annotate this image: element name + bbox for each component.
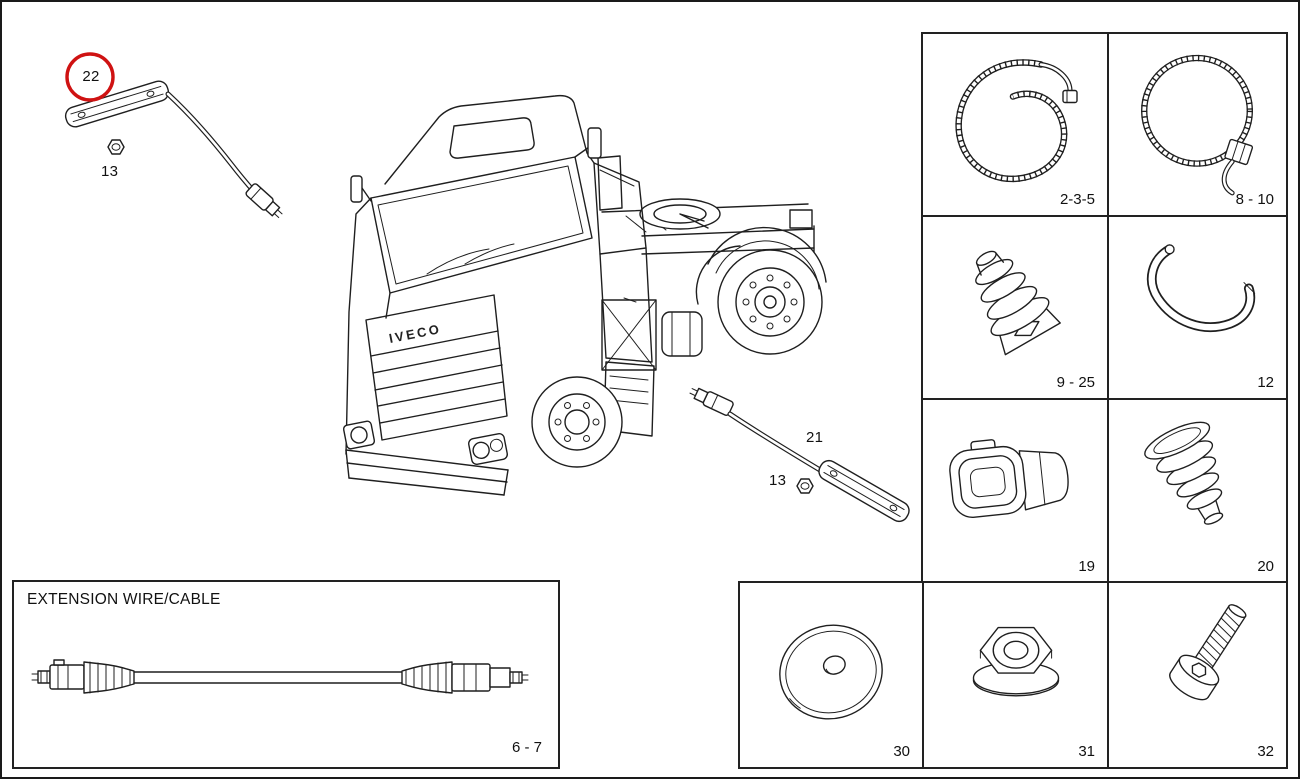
part-cell-8-10[interactable]: 8 - 10: [1109, 34, 1286, 217]
part-ref-label: 2-3-5: [1059, 191, 1095, 208]
part-21-assembly: [689, 387, 910, 523]
part-ref-label: 8 - 10: [1235, 191, 1274, 208]
part-cell-19[interactable]: 19: [923, 400, 1109, 582]
extension-box-title: EXTENSION WIRE/CABLE: [27, 591, 221, 608]
parts-grid-bottom: 30 31: [738, 581, 1288, 769]
part-ref-6-7[interactable]: 6 - 7: [511, 739, 542, 756]
part-ref-label: 31: [1078, 743, 1095, 760]
parts-grid-upper: 2-3-5 8 - 10: [921, 32, 1288, 582]
callout-13-right[interactable]: 13: [769, 472, 787, 489]
expansion-plug-drawing: [975, 250, 1061, 356]
truck-badge-text: IVECO: [388, 321, 443, 346]
cable-tie-drawing: [955, 59, 1078, 183]
part-cell-2-3-5[interactable]: 2-3-5: [923, 34, 1109, 217]
part-ref-label: 20: [1257, 558, 1274, 575]
part-cell-20[interactable]: 20: [1109, 400, 1286, 582]
part-cell-32[interactable]: 32: [1109, 583, 1286, 767]
part-cell-12[interactable]: 12: [1109, 217, 1286, 400]
extension-wire-box: EXTENSION WIRE/CABLE 6 - 7: [12, 580, 560, 769]
connector-housing-drawing: [949, 439, 1069, 518]
callout-21[interactable]: 21: [806, 429, 824, 446]
part-cell-30[interactable]: 30: [740, 583, 924, 767]
part-cell-9-25[interactable]: 9 - 25: [923, 217, 1109, 400]
nut-13-right-drawing: [796, 478, 814, 494]
washer-disc-drawing: [779, 624, 883, 720]
flange-nut-drawing: [972, 626, 1060, 697]
callout-13-left[interactable]: 13: [101, 163, 119, 180]
part-ref-label: 9 - 25: [1056, 374, 1095, 391]
part-cell-31[interactable]: 31: [924, 583, 1109, 767]
part-ref-label: 30: [893, 743, 910, 760]
truck-illustration: IVECO: [342, 94, 827, 496]
socket-head-bolt-drawing: [1169, 604, 1247, 701]
ribbed-grommet-drawing: [1144, 421, 1224, 525]
band-clamp-drawing: [1141, 54, 1254, 196]
part-ref-label: 19: [1078, 558, 1095, 575]
part-ref-label: 32: [1257, 743, 1274, 760]
part-ref-label: 12: [1257, 374, 1274, 391]
nut-13-left-drawing: [107, 139, 125, 155]
hook-bracket-drawing: [1146, 244, 1256, 332]
callout-22[interactable]: 22: [82, 68, 100, 85]
